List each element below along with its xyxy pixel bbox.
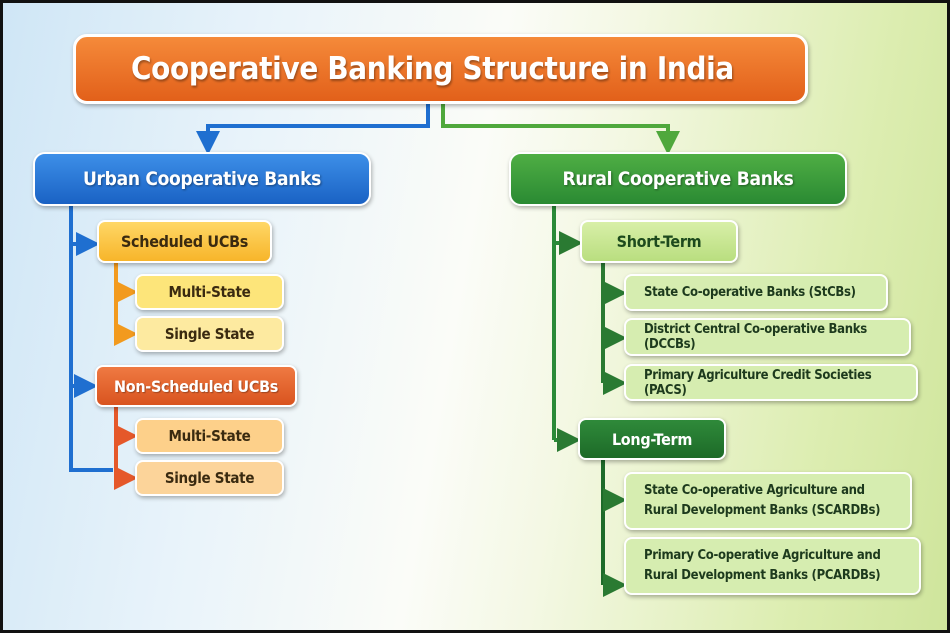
rural-cooperative-banks-box: Rural Cooperative Banks bbox=[509, 152, 847, 206]
non-scheduled-single-state-box: Single State bbox=[135, 460, 284, 496]
scheduled-single-state-box: Single State bbox=[135, 316, 284, 352]
long-term-box: Long-Term bbox=[578, 418, 726, 460]
dccbs-box: District Central Co-operative Banks (DCC… bbox=[624, 318, 911, 356]
scheduled-ucbs-box: Scheduled UCBs bbox=[97, 220, 272, 263]
pcardbs-box: Primary Co-operative Agriculture and Rur… bbox=[624, 537, 921, 595]
connector-title-rural bbox=[441, 103, 680, 155]
non-scheduled-ucbs-box: Non-Scheduled UCBs bbox=[95, 365, 297, 407]
pacs-box: Primary Agriculture Credit Societies (PA… bbox=[624, 364, 918, 401]
scardbs-box: State Co-operative Agriculture and Rural… bbox=[624, 472, 912, 530]
stcbs-box: State Co-operative Banks (StCBs) bbox=[624, 274, 888, 311]
title-box: Cooperative Banking Structure in India bbox=[73, 34, 808, 104]
connector-title-urban bbox=[196, 103, 430, 155]
urban-cooperative-banks-box: Urban Cooperative Banks bbox=[33, 152, 371, 206]
non-scheduled-multi-state-box: Multi-State bbox=[135, 418, 284, 454]
page-title: Cooperative Banking Structure in India bbox=[131, 51, 734, 87]
scheduled-multi-state-box: Multi-State bbox=[135, 274, 284, 310]
connectors bbox=[69, 103, 680, 597]
short-term-box: Short-Term bbox=[580, 220, 738, 263]
